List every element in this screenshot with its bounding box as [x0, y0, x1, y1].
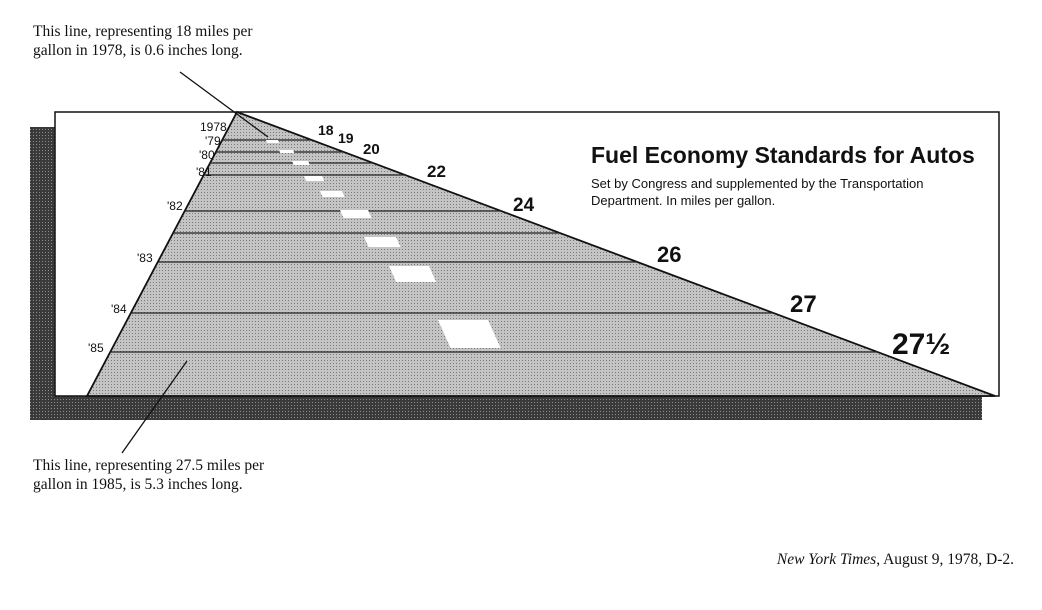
value-label: 26 — [657, 242, 681, 267]
annotation-bottom-pointer — [121, 360, 188, 454]
lane-dash — [279, 150, 295, 153]
annotation-bottom-line1: This line, representing 27.5 miles per — [33, 457, 265, 474]
value-label: 22 — [427, 162, 446, 181]
year-label: '81 — [196, 165, 212, 179]
lane-dash — [292, 161, 310, 165]
year-label: 1978 — [200, 120, 227, 134]
annotation-bottom: This line, representing 27.5 miles per g… — [33, 456, 353, 494]
lane-dash — [438, 320, 501, 348]
value-label: 27½ — [892, 328, 950, 361]
value-label: 27 — [790, 291, 817, 318]
annotation-top: This line, representing 18 miles per gal… — [33, 22, 333, 60]
year-label: '79 — [205, 134, 221, 148]
year-label: '83 — [137, 251, 153, 265]
value-label: 18 — [318, 122, 334, 138]
value-label: 19 — [338, 130, 354, 146]
annotation-bottom-line2: gallon in 1985, is 5.3 inches long. — [33, 476, 243, 493]
year-label: '82 — [167, 199, 183, 213]
year-label: '84 — [111, 302, 127, 316]
lane-dash — [304, 176, 325, 181]
year-label: '85 — [88, 341, 104, 355]
annotation-top-pointer — [179, 71, 269, 138]
annotation-top-line2: gallon in 1978, is 0.6 inches long. — [33, 42, 243, 59]
chart-subtitle-line2: Department. In miles per gallon. — [591, 193, 775, 208]
value-label: 20 — [363, 141, 380, 158]
source-citation: New York Times, August 9, 1978, D-2. — [777, 551, 1014, 569]
chart-title: Fuel Economy Standards for Autos — [591, 142, 975, 168]
lane-dashes — [266, 140, 501, 348]
lane-dash — [389, 266, 437, 282]
lane-dash — [364, 237, 401, 247]
road-surface — [85, 110, 996, 397]
chart-subtitle-line1: Set by Congress and supplemented by the … — [591, 176, 923, 191]
bars-layer — [110, 139, 878, 353]
annotation-top-line1: This line, representing 18 miles per — [33, 23, 253, 40]
year-label: '80 — [199, 148, 215, 162]
source-rest: , August 9, 1978, D-2. — [876, 551, 1014, 568]
lane-dash — [340, 210, 372, 218]
value-label: 24 — [513, 195, 535, 216]
lane-dash — [320, 191, 345, 197]
source-publication: New York Times — [776, 551, 877, 568]
lane-dash — [266, 140, 280, 143]
